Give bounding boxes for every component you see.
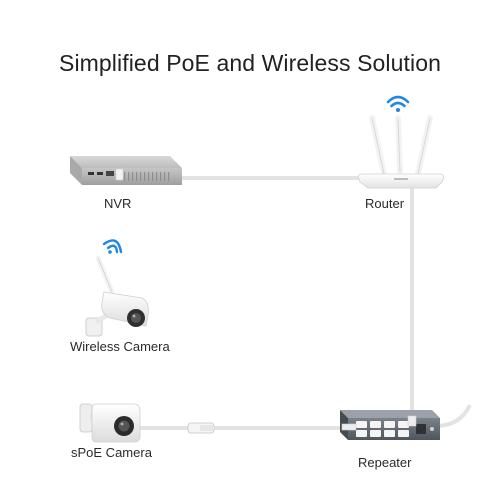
cables — [120, 176, 472, 434]
router-device — [358, 115, 444, 189]
router-label: Router — [365, 196, 405, 211]
spoe-camera-label: sPoE Camera — [71, 445, 152, 460]
spoe-camera-device — [79, 403, 141, 443]
page-title: Simplified PoE and Wireless Solution — [59, 50, 441, 76]
repeater-label: Repeater — [358, 455, 412, 470]
nvr-label: NVR — [104, 196, 132, 211]
repeater-device — [340, 410, 440, 440]
router-wifi-icon — [386, 95, 410, 112]
wireless-camera-device — [85, 255, 149, 337]
nvr-device — [70, 156, 182, 185]
camera-wifi-icon — [102, 239, 123, 254]
cable-repeater-out — [435, 404, 472, 428]
wireless-camera-label: Wireless Camera — [70, 339, 170, 354]
